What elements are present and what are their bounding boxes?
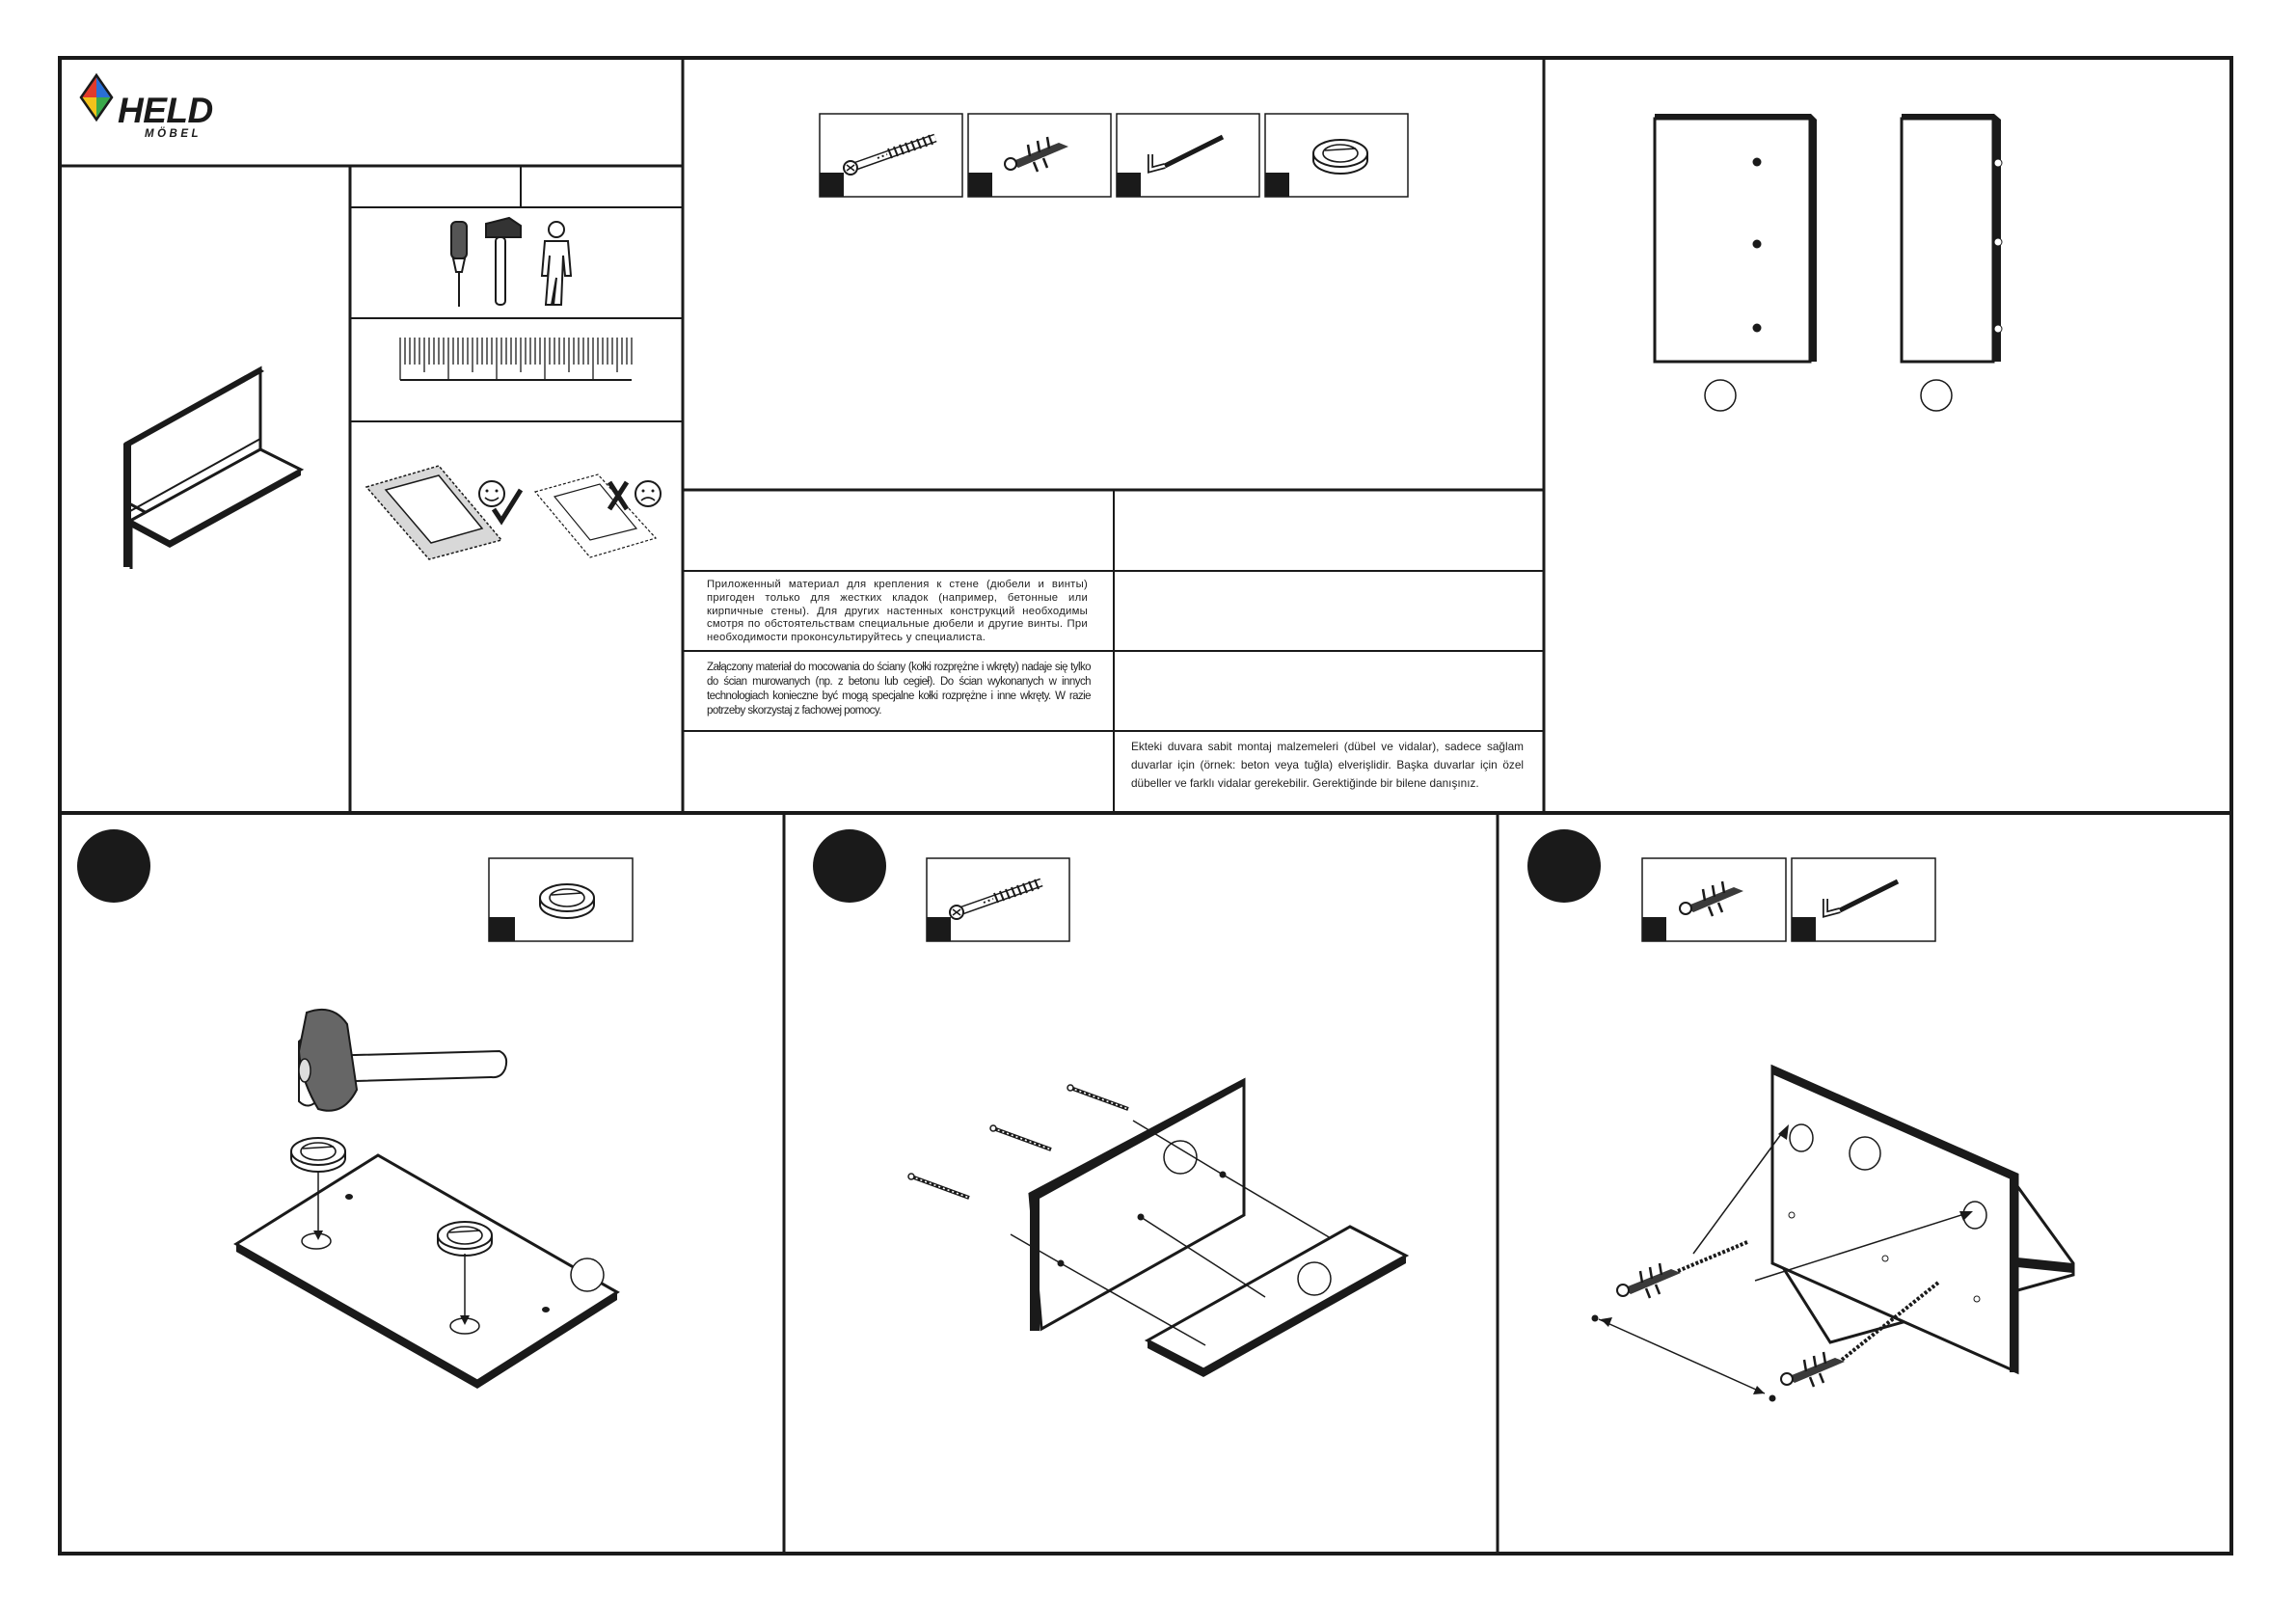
screwdriver-icon (450, 221, 468, 307)
brand-logo-icon (79, 72, 114, 122)
step-1-marker (77, 829, 150, 903)
part-panel-back (1653, 114, 1817, 412)
brand-sub: MÖBEL (145, 128, 203, 140)
step-1-cam-lock-box (488, 857, 634, 942)
note-ru: Приложенный материал для крепления к сте… (707, 579, 1088, 644)
hammer-icon (485, 216, 522, 306)
person-icon (540, 221, 573, 306)
step-2-marker (813, 829, 886, 903)
note-pl: Załączony materiał do mocowania do ścian… (707, 662, 1092, 717)
hardware-wall-plug-box (967, 113, 1112, 198)
step-2-screw-box (926, 857, 1070, 942)
hardware-hook-screw-box (1116, 113, 1260, 198)
floor-protection-good-icon (365, 465, 524, 560)
step-3-hook-screw-box (1791, 857, 1936, 942)
hardware-screw-box (819, 113, 963, 198)
hardware-cam-lock-box (1264, 113, 1409, 198)
note-tr: Ekteki duvara sabit montaj malzemeleri (… (1131, 740, 1524, 791)
step-3-wall-plug-box (1641, 857, 1787, 942)
ruler-icon (399, 338, 633, 381)
step-1-illustration (233, 1009, 620, 1389)
product-shelf-icon (123, 365, 305, 569)
brand-name: HELD (118, 91, 213, 130)
floor-protection-bad-icon (533, 473, 662, 558)
step-3-illustration (1591, 1064, 2075, 1402)
step-2-illustration (906, 1077, 1410, 1377)
step-3-marker (1527, 829, 1601, 903)
frame-lines (58, 56, 2233, 1555)
part-panel-shelf (1900, 114, 2003, 412)
